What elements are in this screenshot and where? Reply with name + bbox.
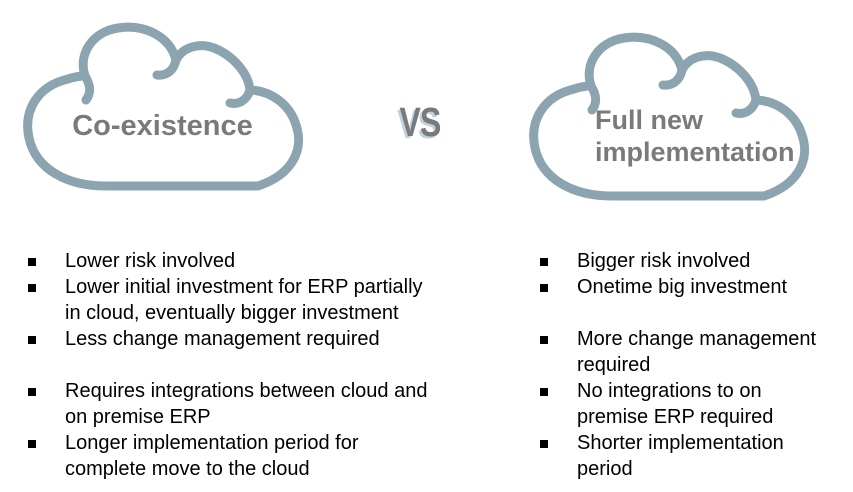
list-item: Bigger risk involved bbox=[540, 248, 825, 274]
cloud-outline-left bbox=[28, 27, 299, 186]
list-item: Less change management required bbox=[28, 326, 428, 352]
list-item-text: Longer implementation period for complet… bbox=[65, 432, 359, 480]
list-item-text: No integrations to on premise ERP requir… bbox=[577, 380, 774, 428]
bullet-square-icon bbox=[28, 336, 36, 344]
list-item: Shorter implementation period bbox=[540, 430, 825, 482]
list-item-text: Requires integrations between cloud and … bbox=[65, 380, 428, 428]
bullet-square-icon bbox=[28, 284, 36, 292]
list-item-text: Less change management required bbox=[65, 328, 380, 350]
list-item-text: More change management required bbox=[577, 328, 817, 376]
list-item: No integrations to on premise ERP requir… bbox=[540, 378, 825, 430]
bullet-square-icon bbox=[28, 258, 36, 266]
list-item-text: Lower risk involved bbox=[65, 250, 236, 272]
list-item-text: Onetime big investment bbox=[577, 276, 788, 298]
cloud-label-right: Full new implementation bbox=[595, 105, 795, 167]
vs-label: VS bbox=[399, 99, 441, 145]
comparison-list-left: Lower risk involved Lower initial invest… bbox=[28, 248, 428, 482]
list-item: Lower initial investment for ERP partial… bbox=[28, 274, 428, 326]
list-item: More change management required bbox=[540, 326, 825, 378]
cloud-label-left: Co-existence bbox=[72, 110, 253, 142]
bullet-square-icon bbox=[540, 388, 548, 396]
comparison-list-right: Bigger risk involved Onetime big investm… bbox=[540, 248, 825, 482]
list-item: Requires integrations between cloud and … bbox=[28, 378, 428, 430]
bullet-square-icon bbox=[540, 284, 548, 292]
bullet-square-icon bbox=[540, 440, 548, 448]
bullet-square-icon bbox=[28, 440, 36, 448]
list-item: Longer implementation period for complet… bbox=[28, 430, 428, 482]
list-item-text: Bigger risk involved bbox=[577, 250, 751, 272]
list-item: Onetime big investment bbox=[540, 274, 825, 300]
bullet-square-icon bbox=[540, 258, 548, 266]
cloud-icon-left bbox=[18, 20, 308, 196]
list-item-text: Shorter implementation period bbox=[577, 432, 784, 480]
list-item-text: Lower initial investment for ERP partial… bbox=[65, 276, 423, 324]
bullet-square-icon bbox=[540, 336, 548, 344]
bullet-square-icon bbox=[28, 388, 36, 396]
list-item: Lower risk involved bbox=[28, 248, 428, 274]
